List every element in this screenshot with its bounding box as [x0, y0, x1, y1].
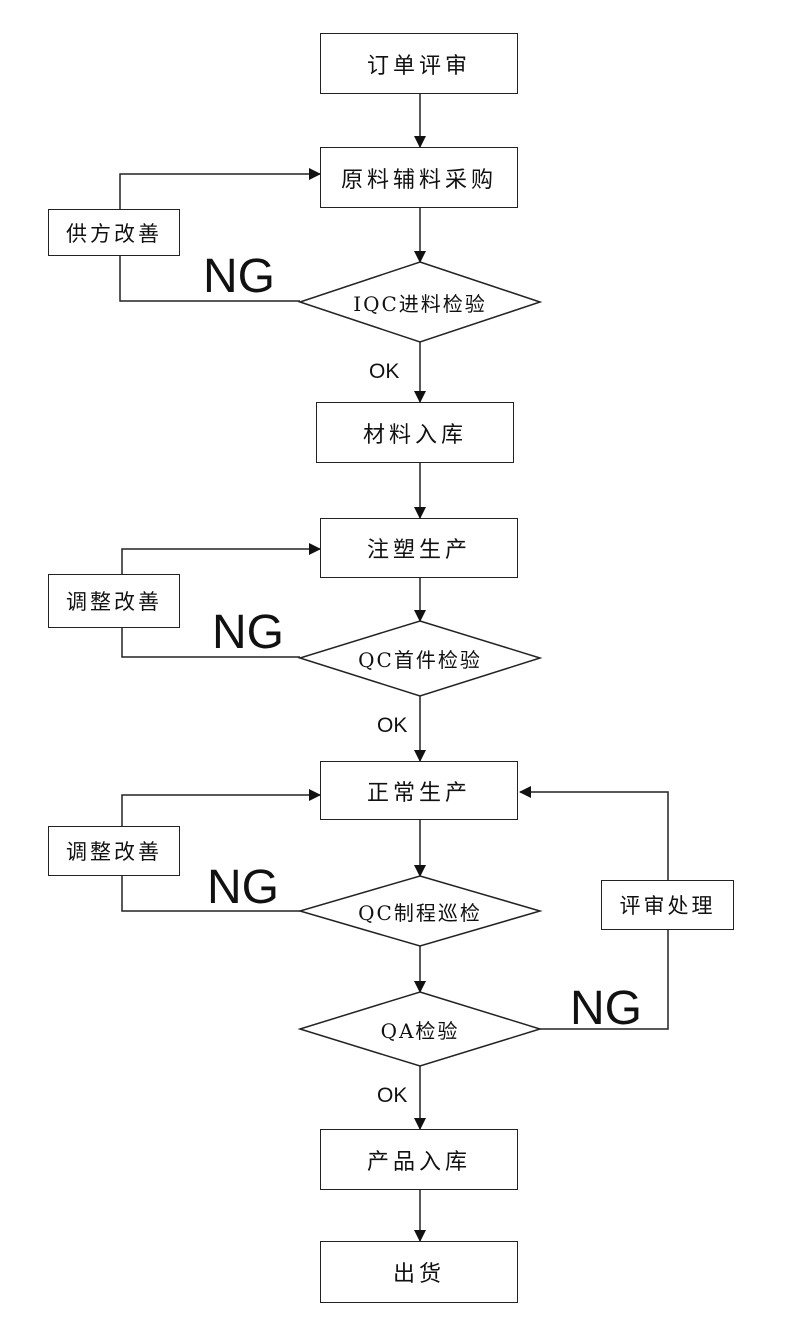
loop-review-to-normal	[519, 786, 669, 880]
qc-first-diamond	[297, 620, 543, 697]
injection-molding-box: 注塑生产	[320, 518, 518, 578]
order-review-box: 订单评审	[320, 33, 518, 94]
adjust-improve-label-2: 调整改善	[66, 840, 162, 864]
loop-iqc-ng	[119, 256, 300, 302]
loop-supplier-to-purchase	[119, 168, 321, 209]
ok-label-qa: OK	[377, 1084, 408, 1107]
loop-patrol-ng	[121, 876, 300, 912]
review-handling-label: 评审处理	[619, 894, 716, 918]
loop-qc-first-ng	[121, 628, 300, 658]
material-storage-box: 材料入库	[316, 402, 514, 463]
qa-diamond	[297, 991, 543, 1067]
normal-production-label: 正常生产	[366, 780, 471, 806]
loop-adjust2-to-normal	[121, 789, 321, 826]
ng-label-qc-patrol: NG	[207, 861, 279, 914]
supplier-improve-box: 供方改善	[48, 209, 180, 256]
supplier-improve-label: 供方改善	[66, 221, 162, 246]
shipment-box: 出货	[320, 1241, 518, 1303]
material-storage-label: 材料入库	[362, 422, 467, 448]
ng-label-qc-first: NG	[212, 606, 284, 659]
qc-patrol-diamond	[297, 875, 543, 947]
ok-label-qc-first: OK	[377, 714, 408, 737]
adjust-improve-box-1: 调整改善	[48, 574, 180, 628]
order-review-label: 订单评审	[366, 53, 471, 79]
material-purchase-box: 原料辅料采购	[320, 147, 518, 208]
ng-label-iqc: NG	[203, 250, 275, 303]
adjust-improve-box-2: 调整改善	[48, 826, 180, 876]
review-handling-box: 评审处理	[601, 880, 734, 930]
product-storage-label: 产品入库	[366, 1149, 471, 1175]
qc-first-article-label: QC首件检验	[358, 647, 482, 672]
ng-label-qa: NG	[570, 982, 642, 1035]
iqc-inspection-label: IQC进料检验	[353, 291, 487, 316]
material-purchase-label: 原料辅料采购	[340, 167, 497, 193]
qa-inspection-label: QA检验	[380, 1018, 460, 1043]
qc-patrol-label: QC制程巡检	[358, 900, 482, 925]
loop-adjust1-to-molding	[121, 543, 321, 574]
iqc-diamond	[297, 261, 543, 343]
loop-qa-ng	[540, 930, 669, 1030]
adjust-improve-label-1: 调整改善	[66, 590, 162, 614]
product-storage-box: 产品入库	[320, 1129, 518, 1190]
ok-label-iqc: OK	[369, 360, 400, 383]
normal-production-box: 正常生产	[320, 761, 518, 820]
shipment-label: 出货	[392, 1262, 445, 1287]
injection-molding-label: 注塑生产	[366, 538, 471, 563]
